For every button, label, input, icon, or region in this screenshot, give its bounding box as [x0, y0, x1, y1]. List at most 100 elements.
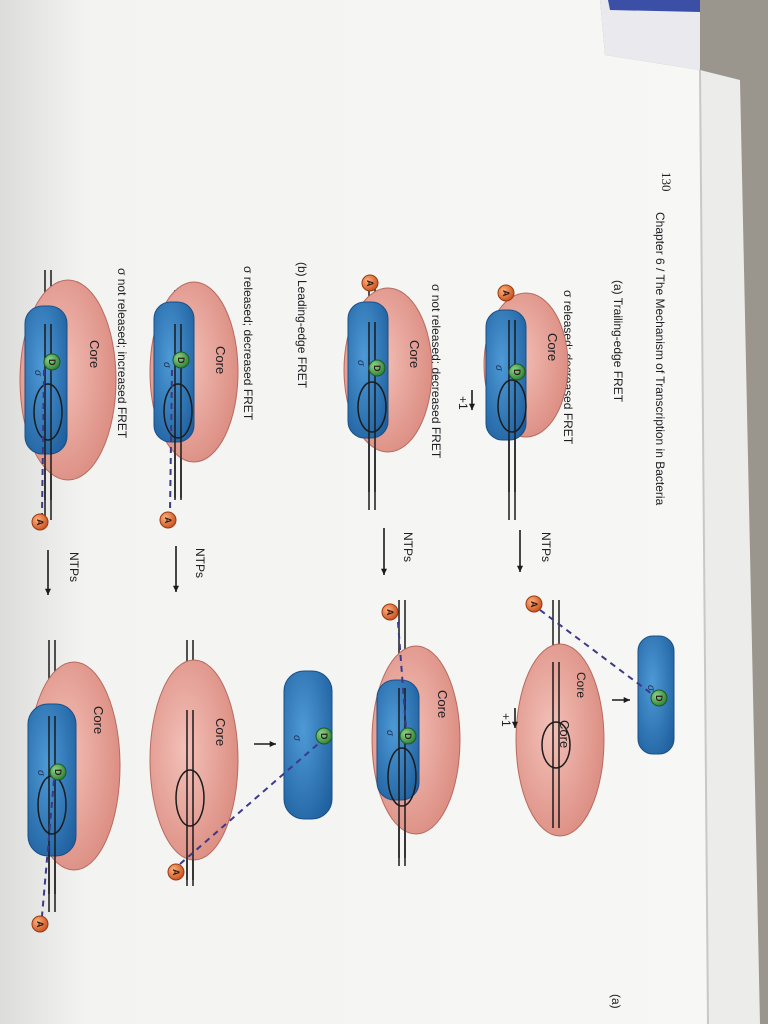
- page-number: 130: [659, 172, 674, 192]
- donor-dye-letter: D: [47, 359, 57, 366]
- core-enzyme: [515, 643, 605, 837]
- core-enzyme: [149, 659, 239, 861]
- acceptor-dye: [31, 915, 49, 933]
- donor-dye: [650, 689, 668, 707]
- sigma-label: σ: [35, 770, 46, 777]
- sigma-label: σ: [645, 685, 656, 692]
- sigma-factor: [24, 305, 68, 455]
- acceptor-dye-letter: A: [171, 869, 181, 876]
- acceptor-dye: [497, 284, 515, 302]
- donor-dye: [399, 727, 417, 745]
- start-site-arrow-head: [468, 403, 476, 410]
- page-stack: [600, 0, 700, 70]
- sigma-factor: [27, 703, 77, 857]
- donor-dye-letter: D: [654, 695, 664, 702]
- transcription-bubble: [387, 747, 417, 807]
- donor-dye-letter: D: [403, 733, 413, 740]
- transcription-bubble: [497, 379, 527, 433]
- ntps-label: NTPs: [67, 552, 81, 582]
- ntps-label: NTPs: [193, 548, 207, 578]
- sigma-label: σ: [384, 730, 395, 737]
- acceptor-dye-letter: A: [365, 280, 375, 287]
- core-label: Core: [213, 346, 228, 374]
- core-label: Core: [87, 340, 102, 368]
- fret-dashed-line: [179, 743, 319, 865]
- sigma-factor: [283, 670, 333, 820]
- acceptor-dye-letter: A: [35, 921, 45, 928]
- donor-dye: [315, 727, 333, 745]
- b1-free-sigma: σ: [283, 670, 333, 820]
- fret-dashed-line: [169, 369, 173, 513]
- ntps-arrow-head: [380, 568, 388, 575]
- a2-start: Core σD A: [343, 274, 433, 510]
- ntps-arrow-head: [44, 588, 52, 595]
- book-page: [0, 0, 708, 1024]
- start-site-arrow-head: [511, 721, 519, 728]
- transcription-bubble: [33, 383, 63, 441]
- acceptor-dye-letter: A: [529, 601, 539, 608]
- release-arrow-head: [269, 740, 276, 748]
- acceptor-dye: [525, 595, 543, 613]
- core-label: Core: [407, 340, 422, 368]
- ntps-label: NTPs: [401, 532, 415, 562]
- donor-dye: [172, 351, 190, 369]
- acceptor-dye: [159, 511, 177, 529]
- ntps-arrow-head: [516, 565, 524, 572]
- donor-dye-letter: D: [53, 769, 63, 776]
- donor-dye-letter: D: [372, 365, 382, 372]
- core-label: Core: [213, 718, 228, 746]
- ntps-label: NTPs: [539, 532, 553, 562]
- running-head: Chapter 6 / The Mechanism of Transcripti…: [653, 212, 667, 506]
- donor-dye-letter: D: [319, 733, 329, 740]
- release-arrow-head: [623, 696, 630, 704]
- transcription-bubble: [163, 383, 193, 439]
- a1-end: Core A: [515, 595, 605, 837]
- a2-end: Core σ D A: [371, 600, 461, 866]
- sigma-label: σ: [291, 735, 302, 742]
- donor-dye-letter: D: [176, 357, 186, 364]
- ntps-arrow-head: [172, 585, 180, 592]
- core-label: Core: [435, 690, 450, 718]
- right-page-label: (a): [609, 994, 623, 1009]
- fret-dashed-line: [397, 621, 407, 729]
- acceptor-dye-letter: A: [163, 517, 173, 524]
- plus-one-label: +1: [499, 713, 513, 727]
- core-label: Core: [91, 706, 106, 734]
- donor-dye: [49, 763, 67, 781]
- acceptor-dye: [31, 513, 49, 531]
- core-label: Core: [545, 333, 560, 361]
- plus-one-label: +1: [456, 396, 470, 410]
- core-label: Core: [574, 672, 588, 698]
- sigma-factor: [153, 301, 195, 443]
- acceptor-dye-letter: A: [501, 290, 511, 297]
- sigma-factor: [485, 309, 527, 441]
- transcription-bubble: [357, 381, 387, 433]
- panel-b-row2-caption: σ not released; increased FRET: [115, 268, 129, 439]
- panel-a-row2-caption: σ not released; decreased FRET: [429, 284, 443, 459]
- sigma-label: σ: [161, 362, 172, 369]
- donor-dye: [43, 353, 61, 371]
- transcription-bubble: [541, 721, 571, 769]
- core-label: Core: [557, 720, 572, 748]
- sigma-label: σ: [355, 360, 366, 367]
- donor-dye-letter: D: [512, 369, 522, 376]
- fret-dashed-line: [41, 779, 55, 917]
- donor-dye: [508, 363, 526, 381]
- fret-dashed-line: [41, 369, 45, 515]
- acceptor-dye: [381, 603, 399, 621]
- acceptor-dye-letter: A: [35, 519, 45, 526]
- panel-a-title: (a) Trailing-edge FRET: [611, 280, 625, 403]
- donor-dye: [368, 359, 386, 377]
- panel-b-title: (b) Leading-edge FRET: [295, 262, 309, 389]
- sigma-factor: [376, 679, 420, 801]
- sigma-label: σ: [32, 370, 43, 377]
- fret-dashed-line: [539, 609, 653, 695]
- panel-b-row1-caption: σ released; decreased FRET: [241, 266, 255, 421]
- acceptor-dye: [167, 863, 185, 881]
- acceptor-dye-letter: A: [385, 609, 395, 616]
- acceptor-dye: [361, 274, 379, 292]
- transcription-bubble: [175, 769, 205, 827]
